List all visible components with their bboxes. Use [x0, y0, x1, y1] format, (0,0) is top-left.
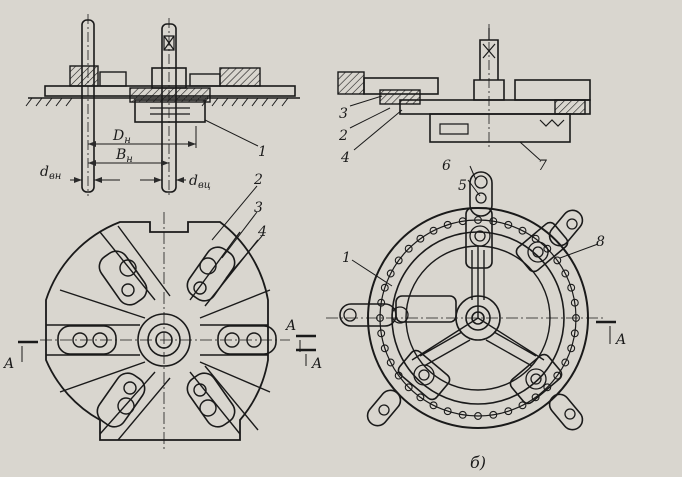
ring-hole — [553, 256, 562, 265]
ring-hole — [567, 283, 576, 292]
ring-hole — [404, 383, 413, 392]
left-plan-view: 2 3 4 A A A — [2, 172, 322, 450]
leaders-right-top — [349, 95, 541, 161]
ring-hole — [570, 298, 579, 307]
callout-4-right: 4 — [340, 150, 350, 166]
section-A-center-1: A — [284, 318, 296, 334]
callout-3-right: 3 — [339, 106, 348, 122]
ring-block-right — [337, 71, 365, 95]
right-plan-view: 1 6 5 8 A б) — [326, 158, 626, 472]
ring-hole — [504, 407, 513, 416]
section-A-right: A — [614, 332, 626, 348]
right-section-view: 3 2 4 7 — [337, 24, 591, 174]
dim-B-label: Bн — [115, 147, 133, 165]
clamp-block-left-1 — [69, 65, 99, 87]
jaw-bolts-left — [72, 257, 262, 417]
faceplate-outline-left — [45, 221, 269, 441]
clamps-right — [395, 207, 569, 405]
ring-hole — [474, 412, 482, 420]
clamp-block-left-4 — [189, 73, 221, 87]
ring-hole — [518, 226, 527, 235]
leader-1-left — [204, 119, 259, 147]
ring-hole — [386, 269, 395, 278]
ring-hole — [474, 216, 482, 224]
callout-3-left: 3 — [254, 200, 263, 216]
ring-hole — [404, 244, 413, 253]
callout-2-left: 2 — [253, 172, 263, 188]
dim-d-left-label: dвн — [40, 164, 61, 182]
callout-1-right: 1 — [342, 250, 351, 266]
disc-teeth-left — [150, 107, 190, 115]
callout-1-left: 1 — [258, 144, 267, 160]
ring-hole — [377, 329, 386, 338]
ring-hole — [561, 269, 570, 278]
jaw-right — [514, 79, 591, 101]
subfigure-label-b: б) — [470, 453, 486, 472]
clamp-bolts-right — [343, 175, 578, 420]
jaw-right-hatch — [554, 99, 586, 115]
dim-D-label: Dн — [112, 128, 131, 146]
ring-hole — [429, 401, 438, 410]
ring-hole — [443, 407, 452, 416]
section-arrows-left — [21, 340, 307, 366]
ring-hole — [443, 220, 452, 229]
ring-hole — [429, 226, 438, 235]
dimension-arrows-left — [74, 141, 196, 183]
hub-base-left — [129, 87, 211, 103]
ring-hole — [567, 344, 576, 353]
bottom-teeth-right — [439, 119, 565, 135]
clamp-block-left-3 — [219, 67, 261, 87]
ring-hole — [518, 401, 527, 410]
ring-hole — [458, 410, 467, 419]
ring-hole — [377, 298, 386, 307]
ring-hole — [561, 358, 570, 367]
ring-hole — [543, 244, 552, 253]
spindle-right — [473, 39, 505, 101]
bottom-disc-left — [134, 99, 206, 123]
ring-hole — [386, 358, 395, 367]
ring-hole — [489, 217, 498, 226]
clamp-block-left-2 — [99, 71, 127, 87]
callout-7-right: 7 — [538, 158, 547, 174]
ring-hole — [380, 283, 389, 292]
ring-hole — [394, 256, 403, 265]
leaders-234-left — [211, 185, 263, 279]
ring-hole — [416, 234, 425, 243]
leaders-right-bottom — [351, 165, 599, 287]
ring-hole — [380, 344, 389, 353]
dim-d-right-label: dвц — [189, 173, 211, 191]
ring-hole — [416, 393, 425, 402]
clamp-jaws-left — [57, 246, 277, 428]
callout-8-right: 8 — [596, 234, 605, 250]
left-section-view: Dн Bн dвн dвц 1 — [25, 14, 300, 196]
callout-6-right: 6 — [442, 158, 451, 174]
bottom-disc-right — [429, 113, 571, 143]
callout-4-left: 4 — [257, 224, 267, 240]
ring-hole — [570, 329, 579, 338]
section-marks-left — [18, 334, 316, 352]
callout-2-right: 2 — [338, 128, 348, 144]
ring-hole — [504, 220, 513, 229]
ring-hole — [531, 393, 540, 402]
clamp-arms-right — [339, 171, 584, 431]
callout-5-right: 5 — [458, 178, 467, 194]
dimension-lines-left — [70, 126, 197, 181]
ring-hole — [543, 383, 552, 392]
ring-hole — [489, 410, 498, 419]
section-A-center-2: A — [310, 356, 322, 372]
section-A-left: A — [2, 356, 14, 372]
ring-holes-right — [376, 216, 580, 420]
